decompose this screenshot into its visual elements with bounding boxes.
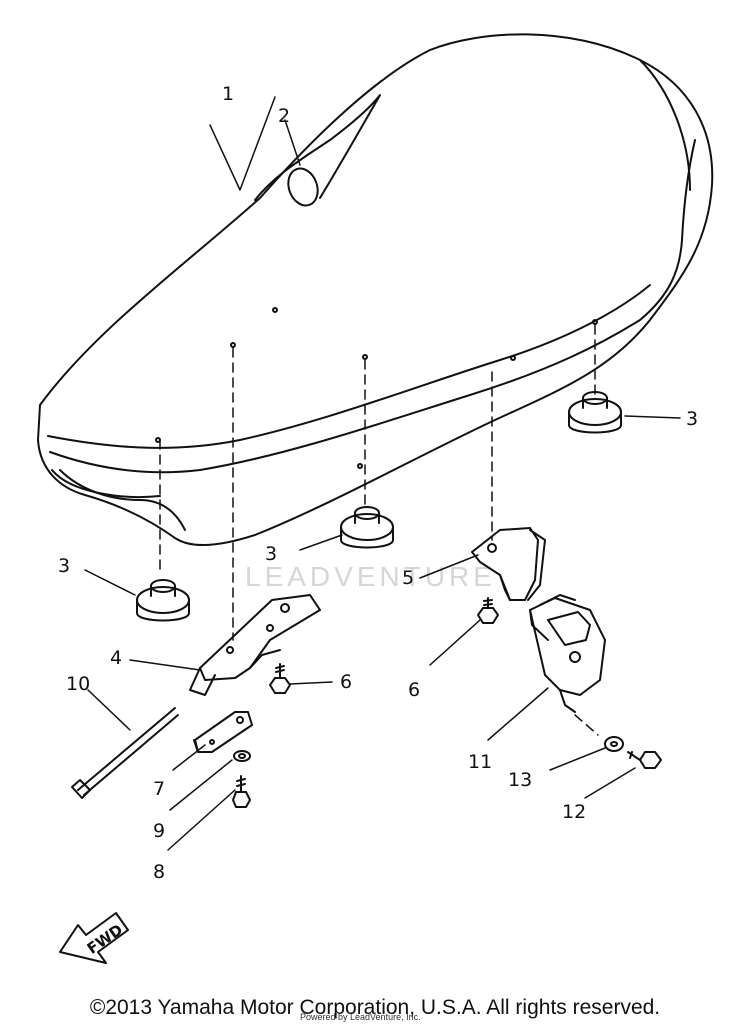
assembly-guide-lines	[159, 324, 599, 736]
callout-6-left: 6	[340, 671, 352, 693]
watermark-text: LEADVENTURE	[245, 561, 496, 592]
fwd-label: FWD	[84, 921, 126, 958]
footer-subnote: Powered by LeadVenture, Inc.	[300, 1012, 421, 1022]
callout-8: 8	[153, 861, 165, 883]
seat-assembly	[37, 33, 714, 547]
washer-13	[604, 736, 624, 752]
rod-10	[71, 707, 179, 799]
callout-1: 1	[222, 83, 234, 105]
bolt-12	[627, 751, 662, 769]
plate-7	[193, 711, 253, 753]
callout-13: 13	[508, 769, 532, 791]
damper-3-center	[340, 506, 394, 549]
fwd-direction-arrow: FWD	[59, 912, 129, 964]
leader-lines	[84, 96, 681, 851]
bracket-5	[471, 527, 546, 601]
callout-12: 12	[562, 801, 586, 823]
bolt-6-right	[477, 597, 499, 624]
washer-9	[233, 750, 251, 762]
callout-4: 4	[110, 647, 122, 669]
callout-2: 2	[278, 105, 290, 127]
damper-3-left	[136, 579, 190, 622]
bolt-8	[232, 775, 251, 808]
callout-3-left: 3	[58, 555, 70, 577]
callout-7: 7	[153, 778, 165, 800]
callout-11: 11	[468, 751, 492, 773]
hinge-11	[529, 594, 606, 713]
callout-3-center: 3	[265, 543, 277, 565]
callout-9: 9	[153, 820, 165, 842]
copyright-notice: ©2013 Yamaha Motor Corporation, U.S.A. A…	[89, 996, 661, 1019]
callout-labels: 1 2 3 3 3 4 5 6 6 7 8 9 10 11 12 13	[58, 83, 698, 883]
callout-3-right: 3	[686, 408, 698, 430]
callout-5: 5	[402, 567, 414, 589]
bracket-4	[189, 594, 321, 696]
callout-10: 10	[66, 673, 90, 695]
bolt-6-left	[269, 663, 291, 694]
damper-3-right	[568, 391, 622, 434]
callout-6-right: 6	[408, 679, 420, 701]
